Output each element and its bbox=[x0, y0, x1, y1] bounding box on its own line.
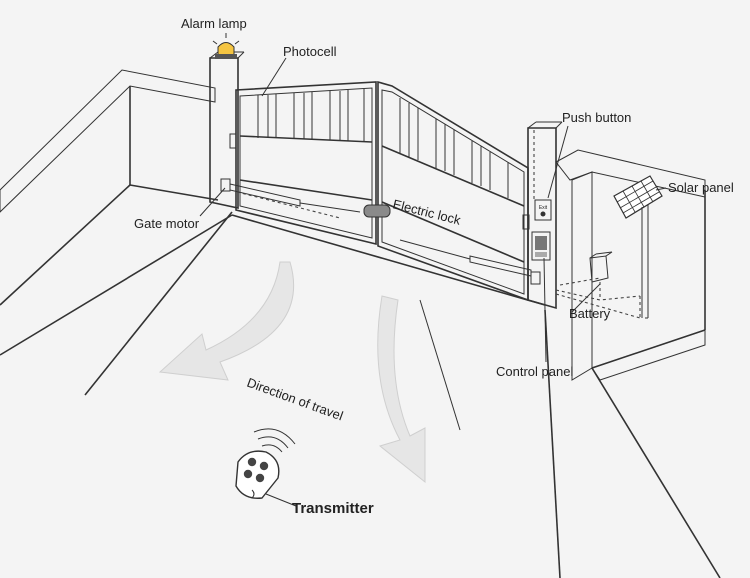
transmitter-label: Transmitter bbox=[292, 500, 374, 517]
solar-panel-icon bbox=[614, 176, 662, 318]
left-gate-leaf bbox=[236, 82, 376, 244]
push-button-icon: Exit bbox=[535, 200, 551, 220]
transmitter-icon bbox=[236, 429, 295, 498]
push-button-label: Push button bbox=[562, 110, 631, 125]
electric-lock-label: Electric lock bbox=[391, 196, 462, 227]
electric-lock-icon bbox=[364, 205, 390, 217]
direction-arrows bbox=[160, 262, 425, 482]
control-panel-label: Control panel bbox=[496, 364, 573, 379]
alarm-lamp-icon bbox=[213, 33, 239, 59]
battery-label: Battery bbox=[569, 306, 611, 321]
exit-button-text: Exit bbox=[539, 205, 548, 211]
gate-motor-label: Gate motor bbox=[134, 216, 200, 231]
control-panel-icon bbox=[532, 232, 550, 260]
callout-leaders bbox=[200, 58, 666, 506]
right-gate-leaf bbox=[378, 82, 528, 300]
battery-icon bbox=[590, 252, 612, 282]
gate-motor-icon bbox=[221, 179, 540, 284]
solar-panel-label: Solar panel bbox=[668, 180, 734, 195]
alarm-lamp-label: Alarm lamp bbox=[181, 16, 247, 31]
direction-of-travel-label: Direction of travel bbox=[245, 375, 345, 424]
left-pillar bbox=[210, 52, 244, 208]
wiring-lines bbox=[237, 130, 648, 318]
photocell-label: Photocell bbox=[283, 44, 337, 59]
